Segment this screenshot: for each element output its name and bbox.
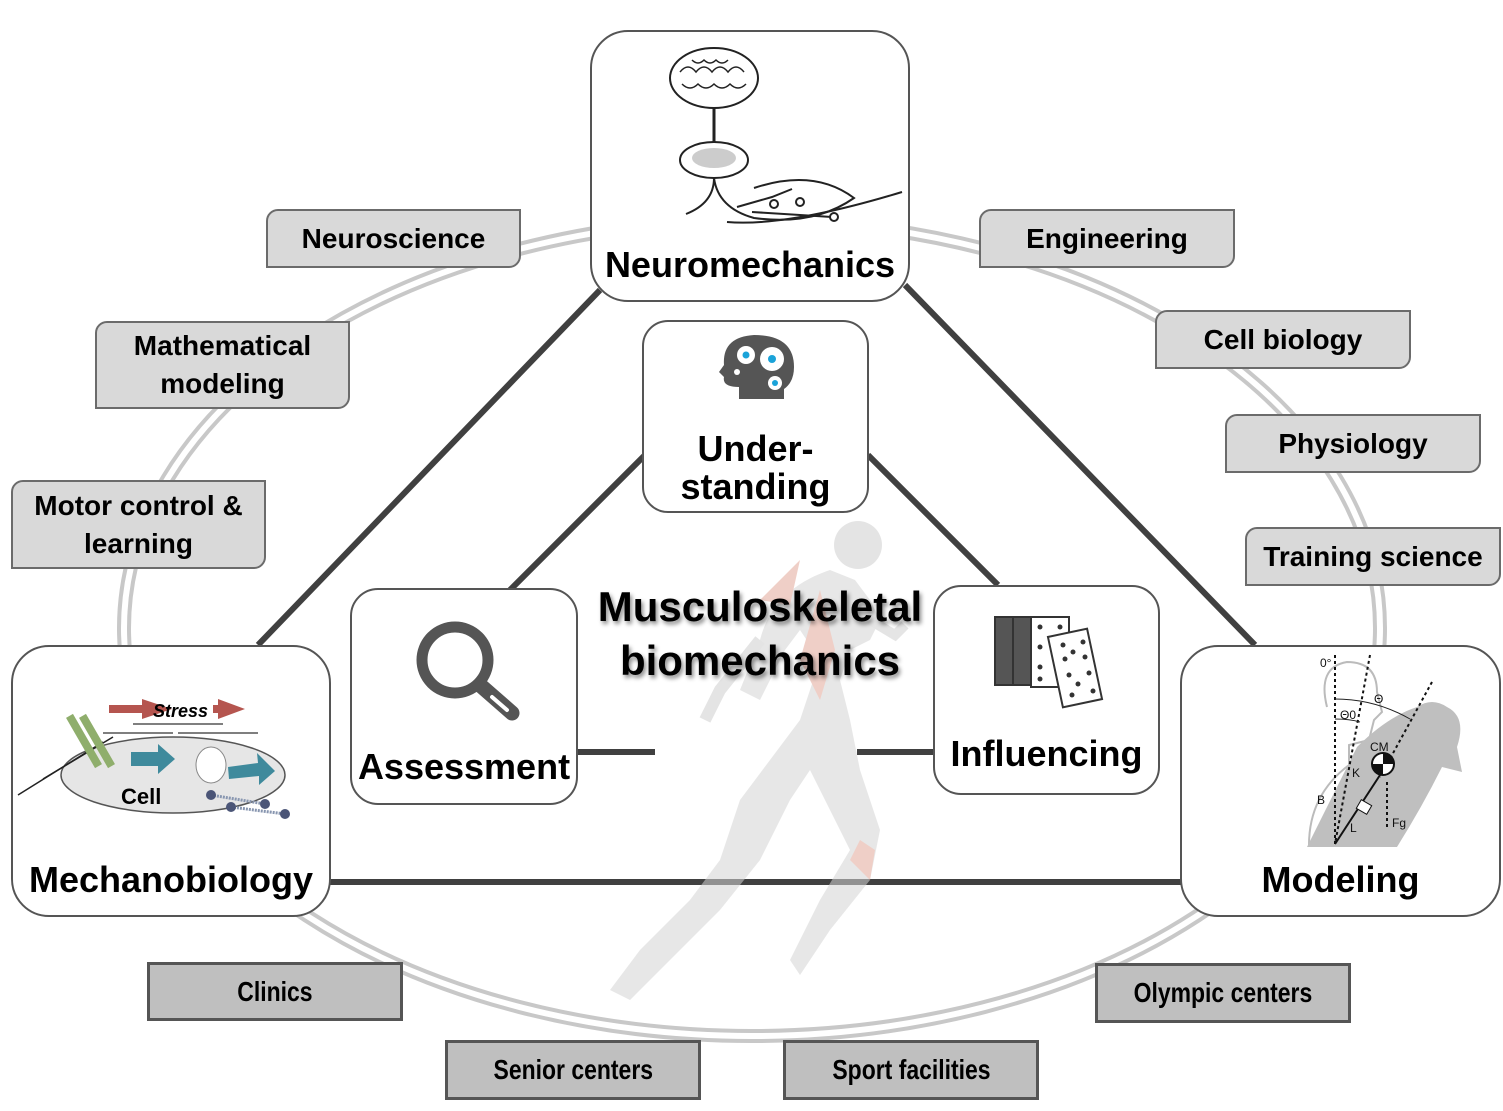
fg-label: Fg bbox=[1392, 816, 1406, 830]
corner-label: Mechanobiology bbox=[28, 859, 313, 900]
triangle-connectors bbox=[255, 282, 1258, 885]
discipline-tag-physiology: Physiology bbox=[1225, 414, 1481, 473]
inner-box-understanding: Under- standing bbox=[642, 320, 869, 513]
discipline-tag-motor-control: Motor control & learning bbox=[11, 480, 266, 569]
tag-label: Neuroscience bbox=[301, 222, 486, 254]
corner-label: Neuromechanics bbox=[604, 244, 896, 285]
dominoes-icon bbox=[994, 616, 1104, 709]
tag-label: Training science bbox=[1263, 540, 1483, 572]
inner-label: Assessment bbox=[357, 746, 571, 787]
tag-label: Olympic centers bbox=[1133, 977, 1313, 1008]
tag-label: Physiology bbox=[1278, 427, 1428, 459]
center-title-line: Musculoskeletal bbox=[597, 583, 923, 630]
setting-tag-senior-centers: Senior centers bbox=[445, 1040, 701, 1100]
theta-label: Θ bbox=[1374, 692, 1383, 706]
b-label: B bbox=[1317, 793, 1325, 807]
stress-label: Stress bbox=[153, 701, 208, 721]
inner-label: Under- standing bbox=[644, 430, 867, 506]
setting-tag-olympic-centers: Olympic centers bbox=[1095, 963, 1351, 1023]
corner-box-neuromechanics: Neuromechanics bbox=[590, 30, 910, 302]
discipline-tag-training-science: Training science bbox=[1245, 527, 1501, 586]
corner-box-mechanobiology: Stress Cell Mechanobiology bbox=[11, 645, 331, 917]
cell-stress-icon: Stress Cell bbox=[17, 699, 290, 819]
tag-label: modeling bbox=[160, 368, 285, 399]
center-title-line: biomechanics bbox=[619, 637, 901, 684]
inner-label: Influencing bbox=[950, 733, 1143, 774]
tag-label: Cell biology bbox=[1203, 323, 1363, 355]
tag-label: learning bbox=[84, 527, 193, 559]
corner-label: Modeling bbox=[1261, 859, 1420, 900]
discipline-tag-engineering: Engineering bbox=[979, 209, 1235, 268]
brain-spinal-cord-muscle-icon bbox=[669, 47, 903, 224]
posture-model-icon: 0° Θ Θ0 CM K B L Fg bbox=[1307, 654, 1462, 847]
cell-label: Cell bbox=[121, 784, 161, 809]
tag-label: Senior centers bbox=[493, 1054, 653, 1085]
head-gears-icon bbox=[719, 335, 794, 399]
inner-box-influencing: Influencing bbox=[933, 585, 1160, 795]
discipline-tag-mathematical-modeling: Mathematical modeling bbox=[95, 321, 350, 409]
magnifier-icon bbox=[416, 621, 520, 721]
inner-label-line: Under- bbox=[697, 428, 814, 469]
discipline-tag-cell-biology: Cell biology bbox=[1155, 310, 1411, 369]
center-title: Musculoskeletal biomechanics bbox=[560, 580, 960, 688]
runner-figure bbox=[610, 521, 909, 1000]
angle-zero-label: 0° bbox=[1320, 656, 1332, 670]
theta0-label: Θ0 bbox=[1340, 708, 1356, 722]
k-label: K bbox=[1352, 766, 1360, 780]
setting-tag-sport-facilities: Sport facilities bbox=[783, 1040, 1039, 1100]
inner-box-assessment: Assessment bbox=[350, 588, 578, 805]
tag-label: Mathematical bbox=[133, 330, 312, 361]
inner-label-line: standing bbox=[680, 466, 831, 507]
tag-label: Motor control & bbox=[34, 489, 243, 521]
cm-label: CM bbox=[1370, 740, 1389, 754]
setting-tag-clinics: Clinics bbox=[147, 962, 403, 1021]
tag-label: Clinics bbox=[237, 975, 313, 1007]
l-label: L bbox=[1350, 821, 1357, 835]
corner-box-modeling: 0° Θ Θ0 CM K B L Fg Modeling bbox=[1180, 645, 1501, 917]
tag-label: Sport facilities bbox=[831, 1054, 991, 1085]
discipline-tag-neuroscience: Neuroscience bbox=[266, 209, 521, 268]
tag-label: Engineering bbox=[1026, 222, 1188, 254]
